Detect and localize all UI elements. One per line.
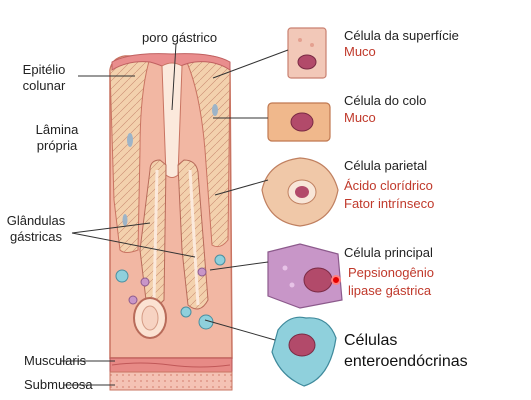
- chief-cell-1: [140, 277, 150, 287]
- secretion-parietal-acido: Ácido clorídrico: [344, 178, 433, 193]
- cell-name-enteroendocrinas: Células enteroendócrinas: [344, 330, 468, 372]
- enteroendocrine-cell-illustration: [271, 316, 337, 387]
- label-submucosa: Submucosa: [24, 377, 93, 392]
- label-poro-gastrico: poro gástrico: [142, 30, 218, 45]
- gastric-pit: [161, 62, 183, 178]
- cell-name-superficie: Célula da superfície: [344, 28, 459, 43]
- label-epitelio-colunar: Epitélio colunar: [14, 62, 74, 94]
- cell-name-parietal: Célula parietal: [344, 158, 428, 173]
- chief-cell-2: [197, 267, 207, 277]
- label-glandulas-line1: Glândulas: [6, 213, 66, 228]
- secretion-superficie-muco: Muco: [344, 44, 376, 59]
- highlight-marker: [331, 275, 341, 285]
- label-lamina-line2: própria: [36, 138, 78, 153]
- label-lamina-line1: Lâmina: [35, 122, 79, 137]
- surface-cell-illustration: [287, 27, 327, 79]
- submucosa-band: [109, 371, 233, 391]
- neck-cell-illustration: [267, 102, 331, 142]
- cell-name-principal: Célula principal: [344, 245, 433, 260]
- enteroendocrine-cell-4: [214, 254, 226, 266]
- label-epitelio-line2: colunar: [22, 78, 66, 93]
- cell-name-colo: Célula do colo: [344, 93, 427, 108]
- left-epithelium: [109, 55, 151, 253]
- cell-name-enteroendocrinas-line1: Células: [344, 332, 398, 349]
- secretion-principal-lipase: lipase gástrica: [348, 283, 432, 298]
- secretion-colo-muco: Muco: [344, 110, 376, 125]
- enteroendocrine-cell-1: [115, 269, 129, 283]
- label-epitelio-line1: Epitélio: [22, 62, 66, 77]
- chief-cell-3: [128, 295, 138, 305]
- secretion-principal-pepsinogenio: Pepsionogênio: [348, 265, 435, 280]
- tissue-block: [109, 53, 233, 391]
- parietal-cell-illustration: [261, 157, 339, 227]
- enteroendocrine-cell-3: [180, 306, 192, 318]
- label-glandulas-line2: gástricas: [9, 229, 63, 244]
- secretion-parietal-fator: Fator intrínseco: [344, 196, 435, 211]
- chief-cell-illustration: [267, 243, 343, 309]
- label-muscularis: Muscularis: [24, 353, 87, 368]
- cell-name-enteroendocrinas-line2: enteroendócrinas: [344, 353, 468, 370]
- leader-lines: [60, 43, 289, 386]
- label-glandulas-gastricas: Glândulas gástricas: [0, 213, 72, 245]
- label-lamina-propria: Lâmina própria: [22, 122, 92, 154]
